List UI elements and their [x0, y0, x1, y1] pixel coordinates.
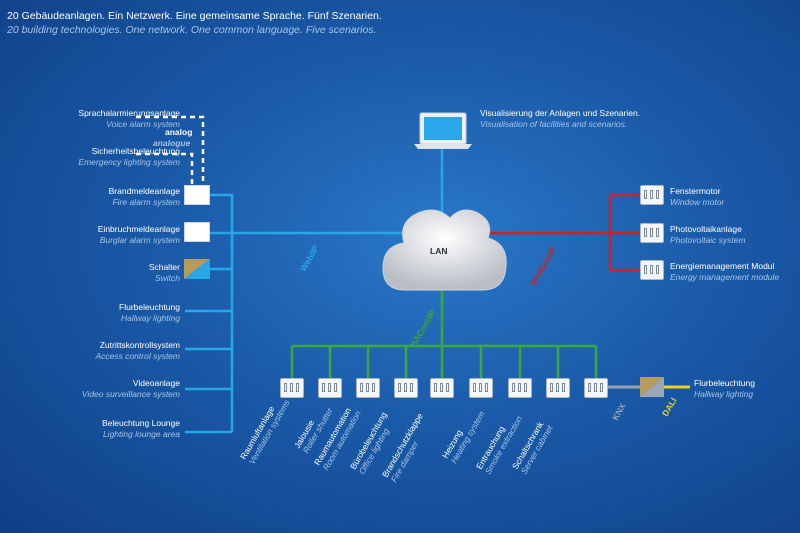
- laptop-icon: [414, 112, 472, 149]
- lan-cloud: [382, 209, 507, 291]
- window-motor-module-icon: [640, 185, 664, 205]
- burglar-alarm-panel-icon: [184, 222, 210, 242]
- fire-damper-module-icon: [430, 378, 454, 398]
- left-sublabel: Fire alarm system: [112, 197, 180, 207]
- analogue-label: analogue: [153, 138, 191, 148]
- left-sublabel: Burglar alarm system: [99, 235, 180, 245]
- heating-module-icon: [469, 378, 493, 398]
- left-sublabel: Emergency lighting system: [78, 157, 180, 167]
- hallway-lighting-sublabel: Hallway lighting: [694, 389, 754, 399]
- left-sublabel: Access control system: [95, 351, 180, 361]
- switch-icon: [184, 259, 210, 279]
- server-cabinet-module-icon: [546, 378, 570, 398]
- photovoltaic-module-icon: [640, 223, 664, 243]
- left-sublabel: Video surveillance system: [81, 389, 180, 399]
- dali-gateway-icon: [640, 377, 664, 397]
- page-subtitle: 20 building technologies. One network. O…: [7, 24, 377, 36]
- left-label: Zutrittskontrollsystem: [99, 340, 180, 350]
- right-sublabel: Photovoltaic system: [670, 235, 746, 245]
- page-title: 20 Gebäudeanlagen. Ein Netzwerk. Eine ge…: [7, 10, 382, 22]
- room-automation-module-icon: [356, 378, 380, 398]
- visualisation-label: Visualisierung der Anlagen und Szenarien…: [480, 108, 641, 118]
- right-label: Fenstermotor: [670, 186, 721, 196]
- hallway-lighting-label: Flurbeleuchtung: [694, 378, 755, 388]
- left-label: Flurbeleuchtung: [119, 302, 180, 312]
- right-label: Energiemanagement Modul: [670, 261, 775, 271]
- lan-label: LAN: [430, 246, 448, 256]
- right-sublabel: Window motor: [670, 197, 725, 207]
- web-ip-bus: [185, 148, 444, 434]
- left-label: Einbruchmeldeanlage: [97, 224, 180, 234]
- left-label: Beleuchtung Lounge: [102, 418, 180, 428]
- analog-line-voice: [136, 115, 205, 185]
- smoke-extraction-module-icon: [508, 378, 532, 398]
- left-sublabel: Hallway lighting: [120, 313, 180, 323]
- left-label: Videoanlage: [132, 378, 180, 388]
- office-lighting-module-icon: [394, 378, 418, 398]
- left-sublabel: Lighting lounge area: [102, 429, 180, 439]
- left-sublabel: Voice alarm system: [106, 119, 180, 129]
- modbus-bus: [488, 193, 640, 272]
- left-label: Sprachalarmierungsanlage: [78, 108, 180, 118]
- analog-line-emergency: [136, 152, 194, 185]
- left-sublabel: Switch: [154, 273, 180, 283]
- visualisation-sublabel: Visualisation of facilities and scenario…: [480, 119, 628, 129]
- left-label: Sicherheitsbeleuchtung: [91, 146, 180, 156]
- shutter-module-icon: [318, 378, 342, 398]
- right-label: Photovoltaikanlage: [670, 224, 742, 234]
- analog-label: analog: [165, 127, 193, 137]
- fire-alarm-panel-icon: [184, 185, 210, 205]
- left-label: Brandmeldeanlage: [108, 186, 180, 196]
- left-label: Schalter: [148, 262, 180, 272]
- knx-gateway-module-icon: [584, 378, 608, 398]
- ventilation-module-icon: [280, 378, 304, 398]
- right-sublabel: Energy management module: [670, 272, 780, 282]
- bacnet-bus: [290, 282, 598, 378]
- energy-module-icon: [640, 260, 664, 280]
